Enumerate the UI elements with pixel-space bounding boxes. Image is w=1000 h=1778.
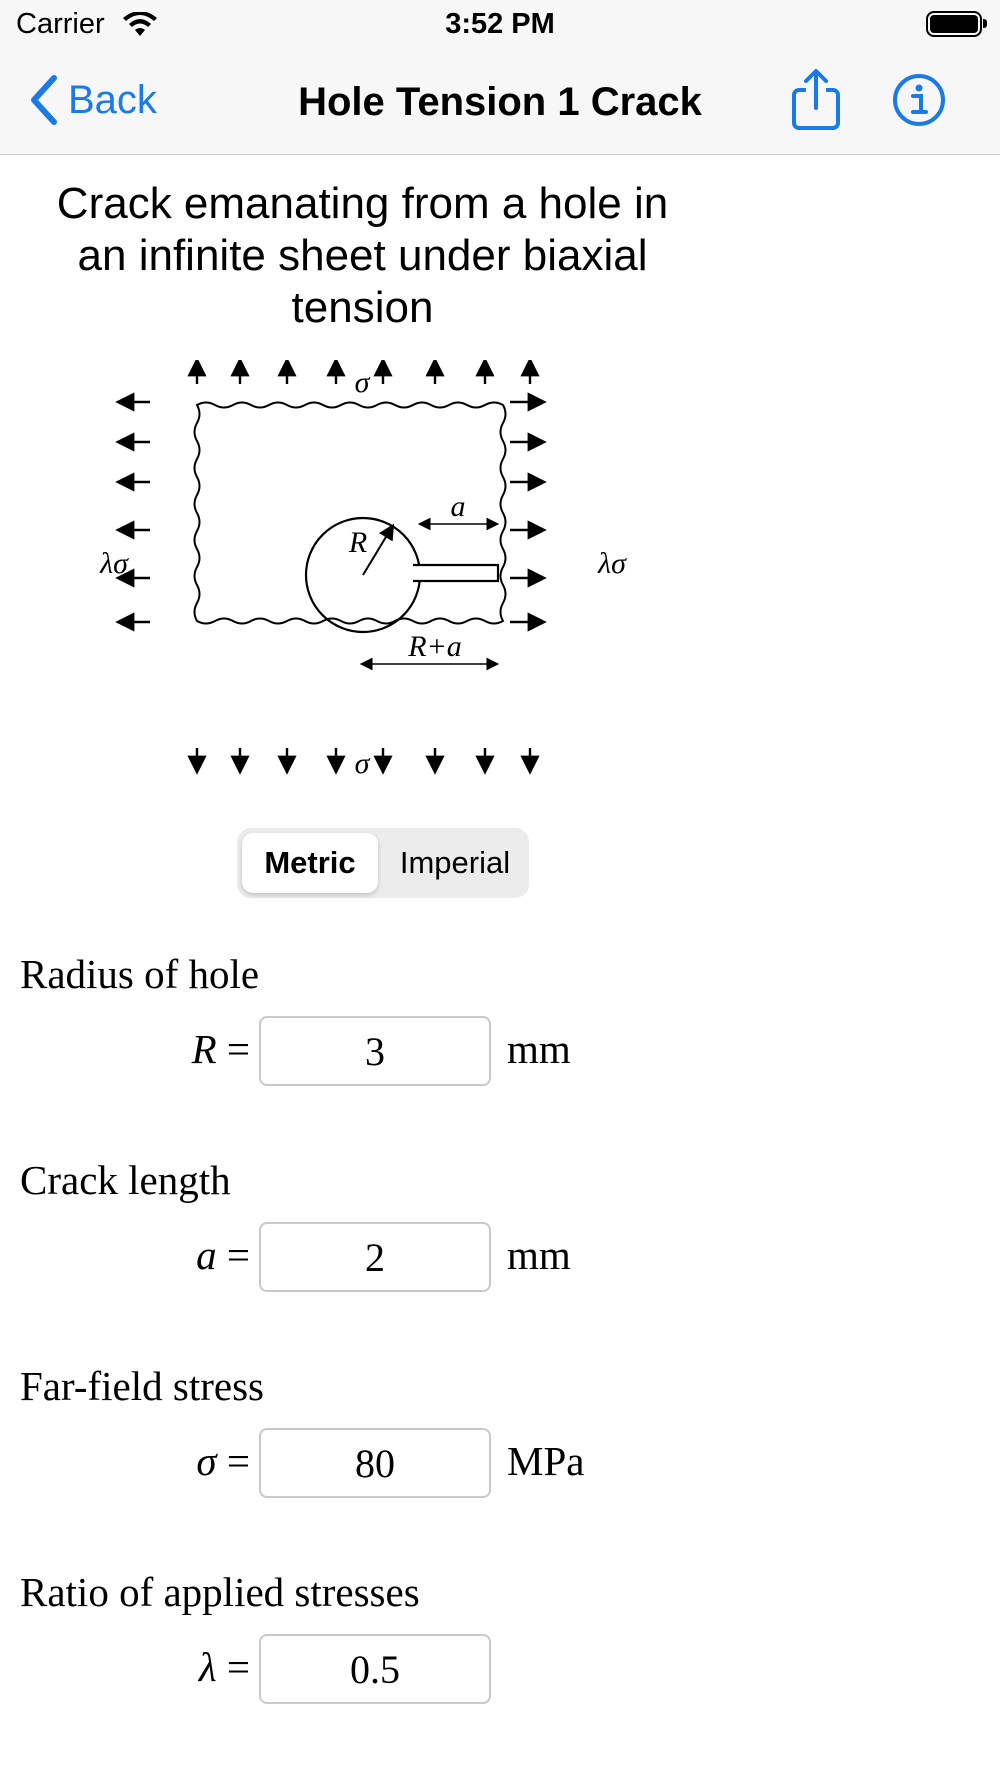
crack-length-unit: mm [507,1232,571,1278]
stress-symbol: σ = [196,1438,250,1484]
problem-description: Crack emanating from a hole in an infini… [56,179,669,332]
segment-imperial[interactable]: Imperial [399,845,511,880]
segment-metric[interactable]: Metric [242,833,378,893]
crack-diagram: σ σ λσ λσ R a R+a [99,360,627,780]
units-segmented-control[interactable]: Metric Imperial [237,828,529,898]
radius-field-label: Radius of hole [20,951,260,997]
ratio-input[interactable] [259,1634,491,1704]
back-button[interactable]: Back [28,72,157,128]
stress-unit: MPa [507,1438,585,1484]
crack-length-label: a [451,490,466,523]
radius-label: R [348,526,367,559]
navigation-bar: Back Hole Tension 1 Crack [0,50,1000,155]
crack-length-input[interactable] [259,1222,491,1292]
back-label: Back [68,77,157,122]
right-load-label: λσ [597,547,627,580]
radius-input[interactable] [259,1016,491,1086]
crack-length-symbol: a = [196,1232,250,1278]
load-arrows [115,360,547,775]
total-length-label: R+a [407,630,462,663]
top-load-label: σ [355,366,371,399]
radius-symbol: R = [191,1026,250,1072]
carrier-label: Carrier [16,8,105,40]
info-icon[interactable] [891,72,947,128]
crack [413,563,500,583]
back-chevron-icon [31,75,57,125]
page-title: Hole Tension 1 Crack [298,80,702,124]
stress-input[interactable] [259,1428,491,1498]
battery-icon [926,11,987,37]
sheet-boundary [193,401,507,625]
share-icon[interactable] [788,68,844,132]
stress-field-label: Far-field stress [20,1363,264,1409]
bottom-load-label: σ [355,747,371,780]
radius-unit: mm [507,1026,571,1072]
status-bar: Carrier 3:52 PM [0,0,1000,50]
clock: 3:52 PM [445,8,555,40]
wifi-icon [123,12,157,36]
crack-length-field-label: Crack length [20,1157,231,1203]
ratio-symbol: λ = [198,1644,250,1690]
left-load-label: λσ [99,547,129,580]
ratio-field-label: Ratio of applied stresses [20,1569,420,1615]
